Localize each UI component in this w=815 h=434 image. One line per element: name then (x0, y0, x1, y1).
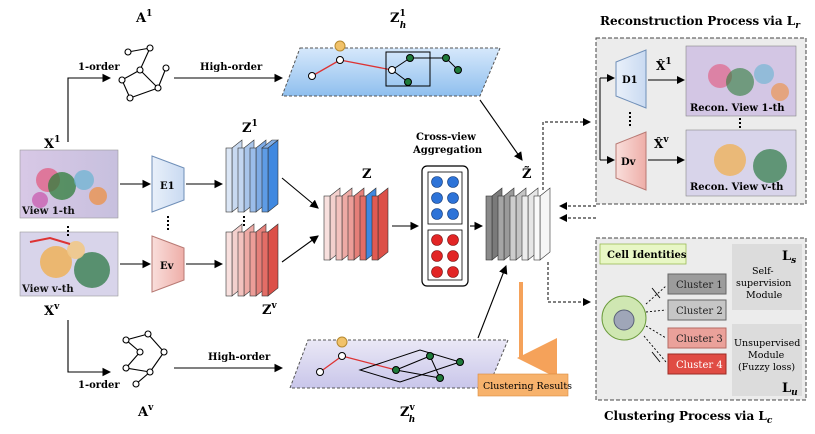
svg-text:Ev: Ev (160, 261, 175, 272)
z1-label: Z1 (242, 119, 258, 136)
cross-view-title-1: Cross-view (416, 132, 476, 143)
unsup-line-2: Module (748, 350, 785, 361)
zv-feature-stack (225, 223, 279, 297)
z-tilde-label: Z̃ (522, 166, 532, 182)
av-label: Av (137, 403, 154, 420)
xhat1-label: X̂1 (656, 57, 672, 73)
input-view-v: View v-th (19, 231, 119, 297)
svg-text:Dv: Dv (621, 157, 637, 168)
encoder-ev: Ev (151, 235, 185, 293)
first-order-bottom-label: 1-order (78, 380, 120, 391)
view-v-label: View v-th (21, 284, 74, 295)
ls-label: Ls (782, 249, 796, 266)
cell-identities-label: Cell Identities (607, 250, 687, 261)
recon-view-1: Recon. View 1-th (685, 45, 797, 117)
unsup-line-1: Unsupervised (734, 338, 800, 349)
self-supervision-module (732, 244, 802, 310)
hypergraph-plane-1 (281, 40, 501, 97)
cross-view-aggregation-module (421, 165, 469, 287)
clustering-results-label: Clustering Results (483, 381, 572, 392)
self-sup-line-2: supervision (736, 278, 791, 289)
view-1-label: View 1-th (21, 206, 76, 217)
self-sup-line-3: Module (746, 290, 783, 301)
svg-text:E1: E1 (160, 181, 175, 192)
graph-a1 (118, 44, 170, 102)
cluster-2-label: Cluster 2 (676, 306, 723, 317)
xhatv-label: X̂v (654, 135, 669, 151)
x1-label: X1 (44, 135, 60, 152)
svg-text:D1: D1 (622, 75, 638, 86)
clustering-title: Clustering Process via Lc (604, 409, 773, 426)
recon-view-v: Recon. View v-th (685, 129, 797, 197)
encoder-e1: E1 (151, 155, 185, 213)
high-order-bottom-label: High-order (208, 352, 271, 363)
svg-text:Recon. View 1-th: Recon. View 1-th (690, 103, 785, 114)
first-order-top-label: 1-order (78, 62, 120, 73)
z-feature-stack (323, 187, 389, 261)
z-label: Z (362, 167, 372, 182)
graph-av (122, 330, 168, 388)
cluster-4-label: Cluster 4 (676, 360, 723, 371)
unsup-line-3: (Fuzzy loss) (738, 362, 795, 373)
reconstruction-title: Reconstruction Process via Lr (600, 14, 801, 31)
decoder-dv: Dv (615, 131, 647, 191)
cluster-list: Cluster 1 Cluster 2 Cluster 3 Cluster 4 (667, 273, 727, 375)
a1-label: A1 (135, 9, 152, 26)
unsupervised-module (732, 324, 802, 396)
cluster-1-label: Cluster 1 (676, 280, 723, 291)
hypergraph-plane-v (289, 336, 509, 389)
self-sup-line-1: Self- (752, 266, 774, 277)
z-tilde-feature-stack (485, 187, 551, 261)
lu-label: Lu (782, 381, 798, 398)
xv-label: Xv (44, 302, 60, 319)
cell-icon (601, 295, 647, 341)
decoder-d1: D1 (615, 49, 647, 109)
svg-text:Recon. View v-th: Recon. View v-th (690, 182, 784, 193)
cross-view-title-2: Aggregation (412, 145, 483, 156)
cell-identities-box (599, 243, 687, 265)
z1-feature-stack (225, 139, 279, 213)
zv-label: Zv (262, 301, 278, 318)
high-order-top-label: High-order (200, 62, 263, 73)
cluster-3-label: Cluster 3 (676, 334, 723, 345)
clustering-results-box (477, 373, 569, 397)
input-view-1: View 1-th (19, 149, 119, 219)
